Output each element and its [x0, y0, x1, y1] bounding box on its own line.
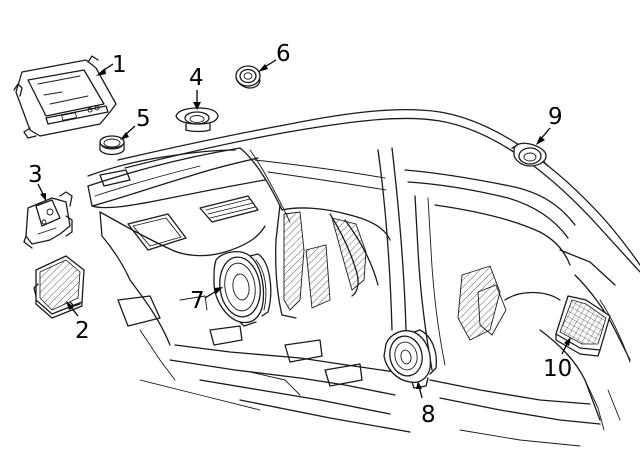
callout-label-1: 1	[112, 52, 127, 78]
callout-1: 1	[96, 52, 127, 78]
callout-label-9: 9	[548, 104, 563, 130]
callout-2: 2	[66, 301, 90, 344]
callout-4: 4	[189, 65, 204, 110]
callout-label-8: 8	[421, 402, 436, 428]
part-rear-tweeter	[511, 142, 549, 167]
part-rear-module	[555, 295, 611, 357]
callout-8: 8	[416, 381, 436, 428]
part-tweeter-center	[175, 107, 219, 133]
callout-label-7: 7	[190, 288, 205, 314]
callout-6: 6	[258, 41, 291, 72]
part-rear-door-speaker	[383, 329, 438, 389]
callout-7: 7	[190, 287, 223, 314]
part-front-door-speaker	[213, 250, 272, 327]
vehicle-body	[87, 109, 640, 447]
part-amplifier	[33, 255, 85, 319]
callout-3: 3	[28, 162, 46, 201]
callout-label-5: 5	[136, 106, 151, 132]
callout-10: 10	[543, 337, 572, 382]
callout-label-3: 3	[28, 162, 43, 188]
callout-9: 9	[536, 104, 563, 145]
part-control-bracket	[23, 191, 73, 249]
callout-label-10: 10	[543, 356, 572, 382]
part-tweeter-grommet	[235, 65, 261, 89]
callout-label-2: 2	[75, 318, 90, 344]
callout-label-6: 6	[276, 41, 291, 67]
callout-label-4: 4	[189, 65, 204, 91]
callout-5: 5	[120, 106, 151, 140]
part-display-module	[13, 55, 117, 139]
part-small-speaker	[99, 135, 125, 156]
